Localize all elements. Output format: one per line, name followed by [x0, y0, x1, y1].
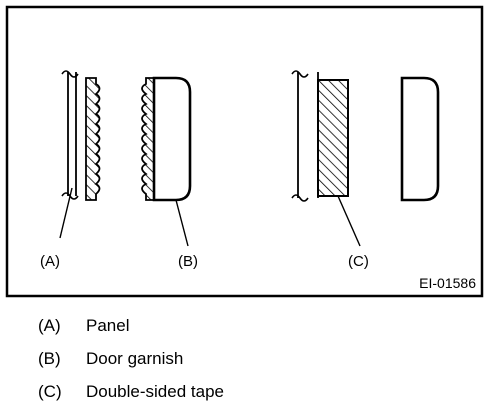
leader-line-a — [59, 187, 73, 239]
legend-text: Panel — [86, 316, 130, 335]
callout-label-c: (C) — [348, 253, 369, 270]
panel-a-shape — [61, 70, 101, 201]
door-garnish-b-shape — [141, 76, 192, 202]
legend-letter: (C) — [38, 382, 62, 401]
legend-text: Double-sided tape — [86, 382, 224, 401]
figure-frame — [5, 5, 484, 298]
diagram-figure: (A) (B) (C) EI-01586 — [5, 5, 484, 298]
legend-item-b: (B) Door garnish — [38, 349, 458, 382]
legend-letter: (A) — [38, 316, 61, 335]
leader-line-c — [337, 195, 361, 247]
legend-letter: (B) — [38, 349, 61, 368]
panel-tape-c-shape — [291, 70, 349, 202]
callout-label-a: (A) — [40, 253, 60, 270]
callout-label-b: (B) — [178, 253, 198, 270]
figure-id: EI-01586 — [419, 275, 476, 291]
leader-line-b — [175, 199, 189, 247]
legend-text: Door garnish — [86, 349, 184, 368]
legend: (A) Panel (B) Door garnish (C) Double-si… — [38, 316, 458, 415]
legend-item-c: (C) Double-sided tape — [38, 382, 458, 415]
door-garnish-outline-shape — [400, 76, 440, 202]
legend-item-a: (A) Panel — [38, 316, 458, 349]
